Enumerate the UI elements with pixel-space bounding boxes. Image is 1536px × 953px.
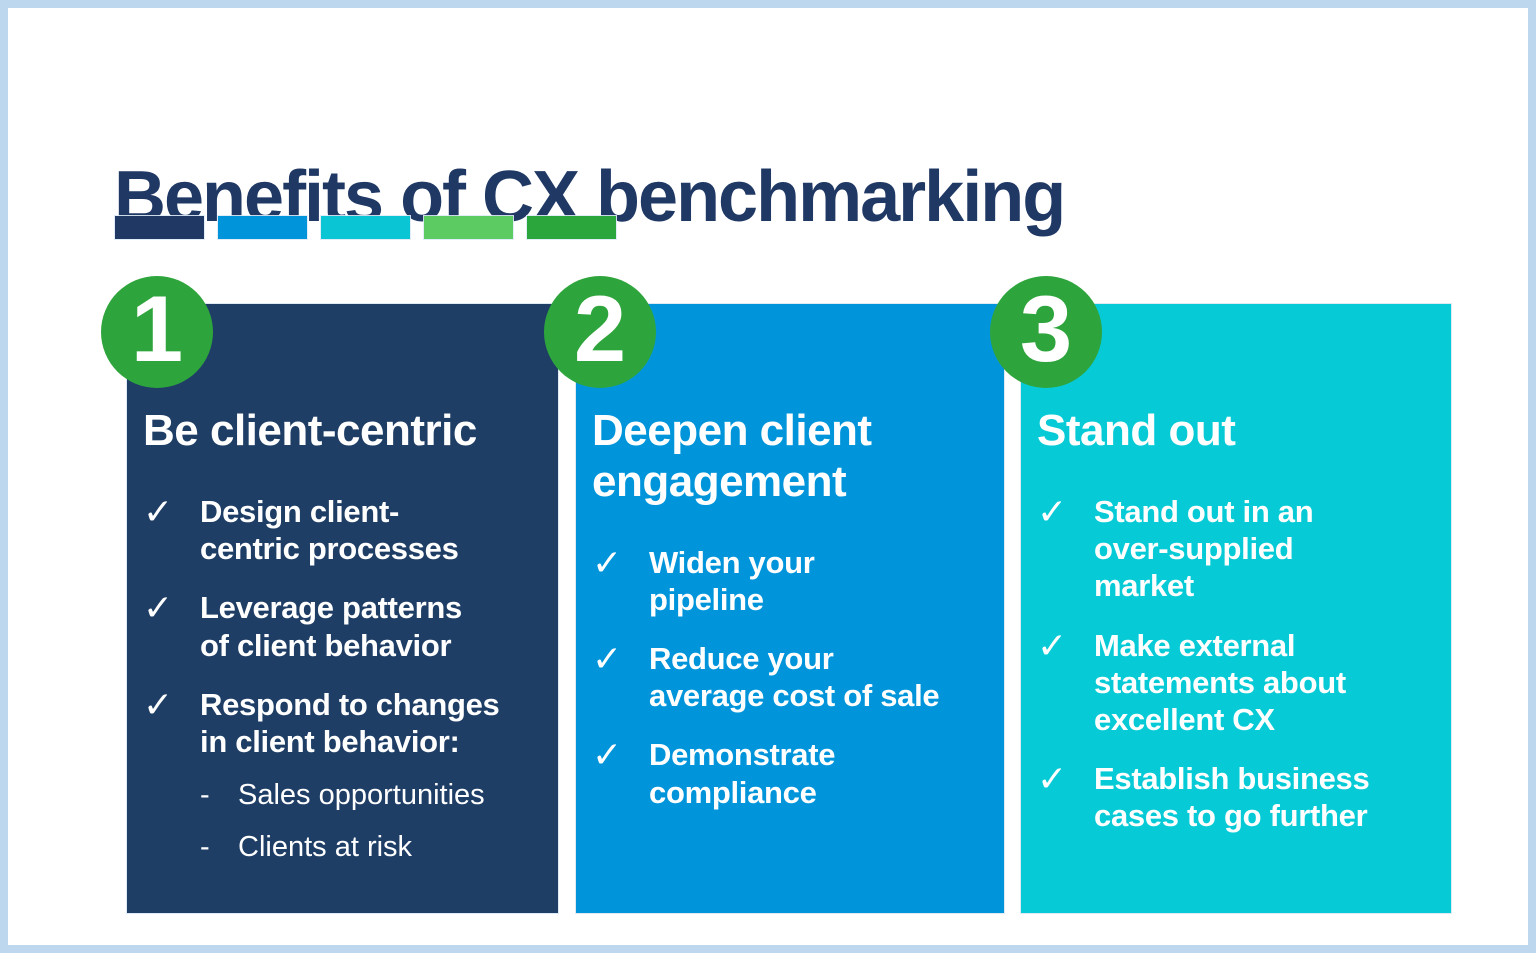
benefit-list: ✓ Stand out in an over-supplied market ✓…: [1037, 493, 1435, 835]
list-item: ✓ Make external statements about excelle…: [1037, 624, 1435, 739]
sub-list-item: - Clients at risk: [200, 830, 499, 865]
list-item-label: Make external statements about excellent…: [1094, 627, 1346, 738]
check-icon: ✓: [1037, 624, 1068, 666]
list-item-label: Reduce your average cost of sale: [649, 641, 940, 714]
accent-bar-green: [527, 216, 616, 239]
check-icon: ✓: [143, 683, 174, 725]
column-deepen-client-engagement: Deepen client engagement ✓ Widen your pi…: [576, 304, 1004, 913]
list-item-label: Widen your pipeline: [649, 544, 815, 617]
accent-bar-navy: [115, 216, 204, 239]
column-title: Stand out: [1037, 406, 1236, 455]
list-item: ✓ Establish business cases to go further: [1037, 760, 1435, 834]
list-item: ✓ Leverage patterns of client behavior: [143, 589, 542, 663]
check-icon: ✓: [592, 734, 623, 776]
list-item: ✓ Design client- centric processes: [143, 493, 542, 567]
step-badge-1: 1: [101, 276, 213, 388]
list-item-label: Demonstrate compliance: [649, 737, 836, 810]
sub-list-item-label: Clients at risk: [238, 831, 413, 864]
check-icon: ✓: [592, 638, 623, 680]
dash-icon: -: [200, 779, 210, 812]
sub-list: - Sales opportunities - Clients at risk: [200, 778, 499, 865]
list-item: ✓ Reduce your average cost of sale: [592, 640, 988, 714]
benefit-list: ✓ Widen your pipeline ✓ Reduce your aver…: [592, 541, 988, 811]
step-badge-3: 3: [990, 276, 1102, 388]
check-icon: ✓: [143, 587, 174, 629]
list-item-label: Design client- centric processes: [200, 494, 459, 567]
sub-list-item-label: Sales opportunities: [238, 779, 485, 812]
accent-bars: [115, 216, 616, 239]
check-icon: ✓: [1037, 758, 1068, 800]
list-item: ✓ Respond to changes in client behavior:…: [143, 686, 542, 865]
list-item-label: Leverage patterns of client behavior: [200, 590, 462, 663]
list-item-label: Establish business cases to go further: [1094, 761, 1370, 834]
list-item-label: Respond to changes in client behavior:: [200, 686, 500, 760]
check-icon: ✓: [1037, 491, 1068, 533]
list-item: ✓ Demonstrate compliance: [592, 736, 988, 810]
check-icon: ✓: [143, 491, 174, 533]
column-be-client-centric: Be client-centric ✓ Design client- centr…: [127, 304, 558, 913]
list-item-label: Stand out in an over-supplied market: [1094, 494, 1314, 604]
accent-bar-light-green: [424, 216, 513, 239]
check-icon: ✓: [592, 541, 623, 583]
benefit-list: ✓ Design client- centric processes ✓ Lev…: [143, 493, 542, 865]
list-item: ✓ Stand out in an over-supplied market: [1037, 493, 1435, 605]
column-stand-out: Stand out ✓ Stand out in an over-supplie…: [1021, 304, 1451, 913]
accent-bar-cyan: [321, 216, 410, 239]
accent-bar-blue: [218, 216, 307, 239]
list-item: ✓ Widen your pipeline: [592, 541, 988, 618]
dash-icon: -: [200, 831, 210, 864]
sub-list-item: - Sales opportunities: [200, 778, 499, 813]
step-badge-2: 2: [544, 276, 656, 388]
column-title: Be client-centric: [143, 406, 477, 455]
column-title: Deepen client engagement: [592, 406, 872, 506]
